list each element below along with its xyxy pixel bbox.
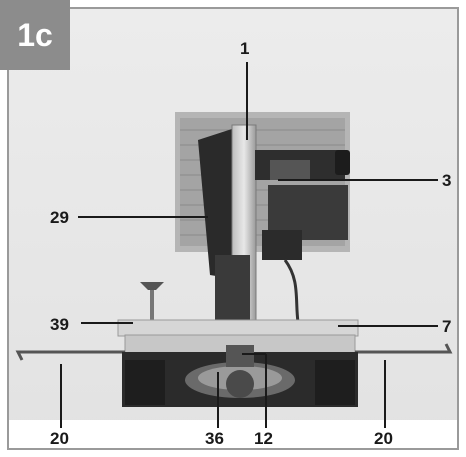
power-cable: [283, 259, 300, 323]
fence: [117, 319, 359, 337]
label-strip: [9, 420, 457, 448]
callout-29: 29: [50, 208, 69, 227]
callout-1: 1: [240, 39, 249, 58]
saw-base: [122, 345, 358, 407]
extension-rails: [15, 343, 453, 361]
callout-12: 12: [254, 429, 273, 448]
callout-20-left: 20: [50, 429, 69, 448]
leader-lines: [60, 62, 438, 428]
figure-tag: 1c: [0, 0, 70, 70]
callout-7: 7: [442, 317, 451, 336]
motor-handle-block: [255, 150, 350, 260]
callout-3: 3: [442, 171, 451, 190]
saw-arm: [215, 255, 250, 325]
callout-36: 36: [205, 429, 224, 448]
callout-39: 39: [50, 315, 69, 334]
callout-20-right: 20: [374, 429, 393, 448]
